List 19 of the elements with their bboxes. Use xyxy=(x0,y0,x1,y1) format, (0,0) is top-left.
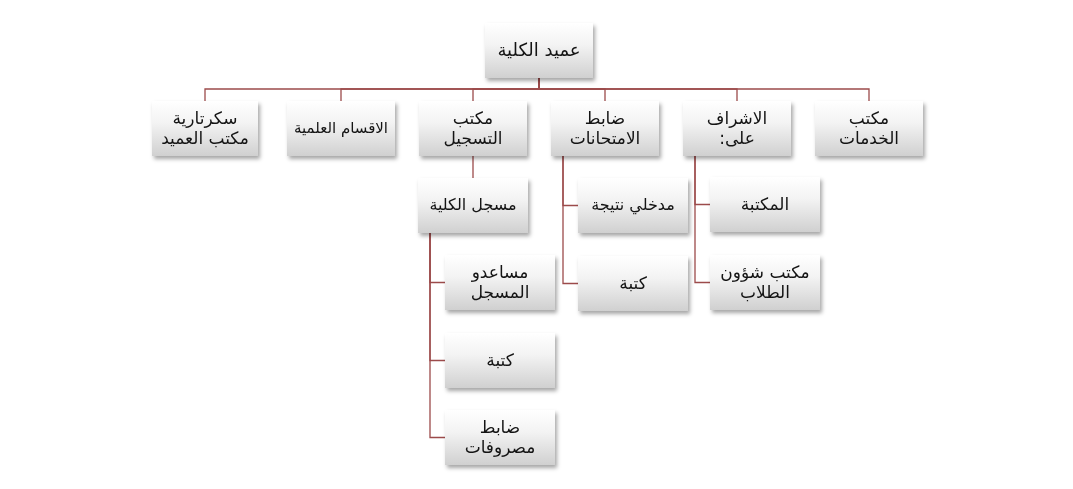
org-chart-box: المكتبة xyxy=(710,177,820,232)
org-chart-box: كتبة xyxy=(578,256,688,311)
org-chart-box: ضابط مصروفات xyxy=(445,410,555,465)
org-chart-box: مسجل الكلية xyxy=(418,178,528,233)
org-chart-box: سكرتارية مكتب العميد xyxy=(152,101,258,156)
connector-line xyxy=(562,155,579,285)
connector-line xyxy=(694,155,711,284)
org-chart-box: الاشراف على: xyxy=(683,101,791,156)
org-chart-box: مكتب التسجيل xyxy=(419,101,527,156)
org-chart-box: مكتب شؤون الطلاب xyxy=(710,255,820,310)
connector-line xyxy=(472,155,474,179)
org-chart-box: مكتب الخدمات xyxy=(815,101,923,156)
org-chart-box: عميد الكلية xyxy=(485,23,593,78)
org-chart-box: الاقسام العلمية xyxy=(287,101,395,156)
connector-line xyxy=(429,232,446,439)
org-chart-box: كتبة xyxy=(445,333,555,388)
org-chart-box: مدخلي نتيجة xyxy=(578,178,688,233)
org-chart-box: ضابط الامتحانات xyxy=(551,101,659,156)
org-chart-box: مساعدو المسجل xyxy=(445,255,555,310)
